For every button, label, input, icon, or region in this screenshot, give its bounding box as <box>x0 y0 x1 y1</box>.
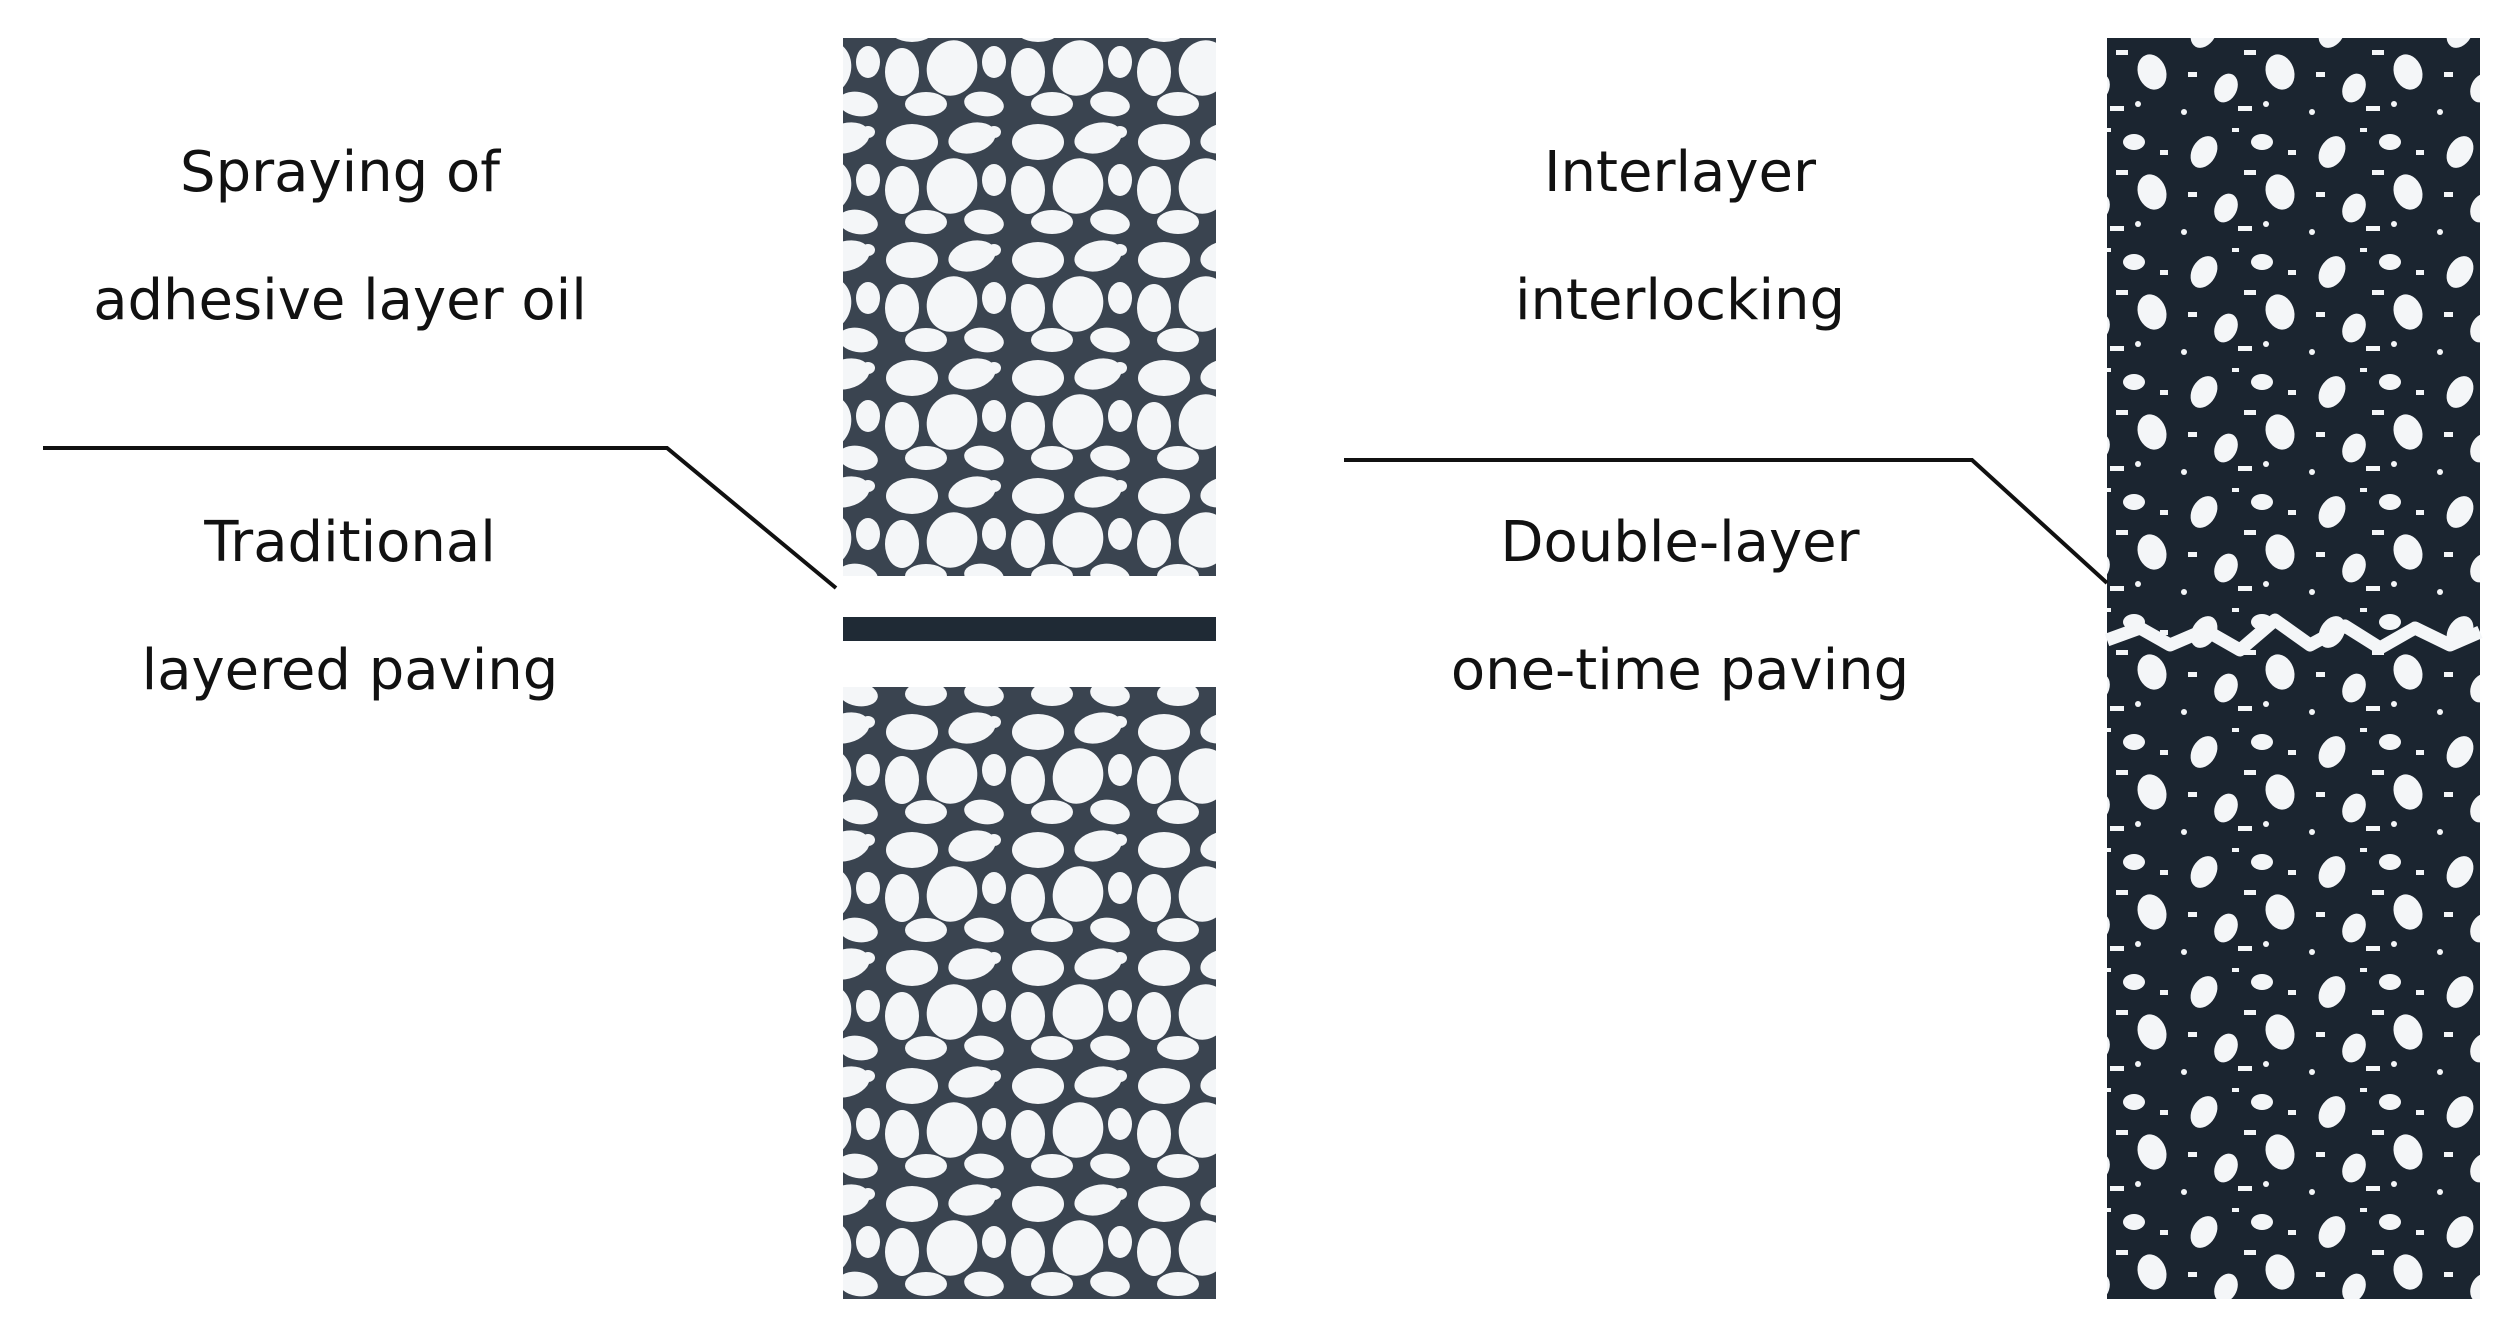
interlocking-label-line2: interlocking <box>1514 268 1846 333</box>
tack-coat-label-line2: adhesive layer oil <box>93 268 587 333</box>
double-layer-paving-label: Double-layer one-time paving <box>1380 515 1980 699</box>
double-layer-paving-label-line1: Double-layer <box>1500 510 1860 575</box>
interlocking-label: Interlayer interlocking <box>1400 145 1960 329</box>
lower-asphalt-layer <box>843 687 1216 1299</box>
tack-coat-strip <box>843 617 1216 641</box>
tack-coat-label: Spraying of adhesive layer oil <box>40 145 640 329</box>
interlocking-interface <box>2104 613 2483 657</box>
traditional-paving-label-line2: layered paving <box>141 638 559 703</box>
combined-asphalt-layer <box>2107 38 2480 1299</box>
tack-coat-label-line1: Spraying of <box>180 140 500 205</box>
double-layer-paving-label-line2: one-time paving <box>1450 638 1910 703</box>
upper-asphalt-layer <box>843 38 1216 576</box>
double-layer-section <box>2104 38 2483 1299</box>
traditional-paving-label: Traditional layered paving <box>50 515 650 699</box>
traditional-paving-label-line1: Traditional <box>204 510 496 575</box>
interlocking-label-line1: Interlayer <box>1544 140 1816 205</box>
left-leader-line <box>43 446 838 590</box>
right-leader-line <box>1344 458 2109 585</box>
traditional-layered-section <box>843 38 1216 1299</box>
